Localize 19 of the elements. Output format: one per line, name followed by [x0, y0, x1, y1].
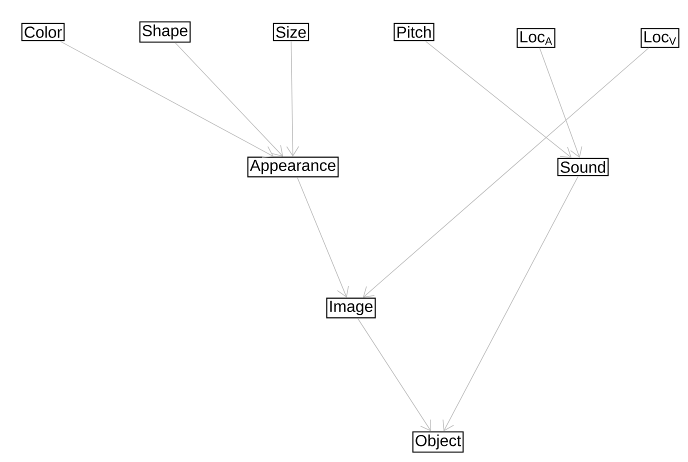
- arrow: [174, 42, 284, 157]
- concept-box: Loc$_{A}$: [516, 28, 556, 48]
- arrow: [539, 48, 582, 158]
- concept-box: Loc$_{V}$: [640, 28, 680, 48]
- concept-box: Object: [412, 431, 464, 453]
- concept-box: Color: [21, 22, 65, 42]
- arrow: [357, 318, 432, 432]
- arrow: [286, 40, 300, 157]
- arrow: [296, 176, 349, 298]
- concept-box: Size: [272, 22, 310, 42]
- concept-box: Image: [326, 298, 376, 318]
- concept-box: Appearance: [247, 156, 339, 178]
- concept-box: Shape: [139, 21, 191, 43]
- arrow: [362, 48, 650, 298]
- concept-box: Pitch: [394, 22, 434, 42]
- arrow: [424, 40, 572, 158]
- arrow: [59, 40, 274, 158]
- arrow: [442, 176, 579, 432]
- concept-box: Sound: [557, 158, 609, 176]
